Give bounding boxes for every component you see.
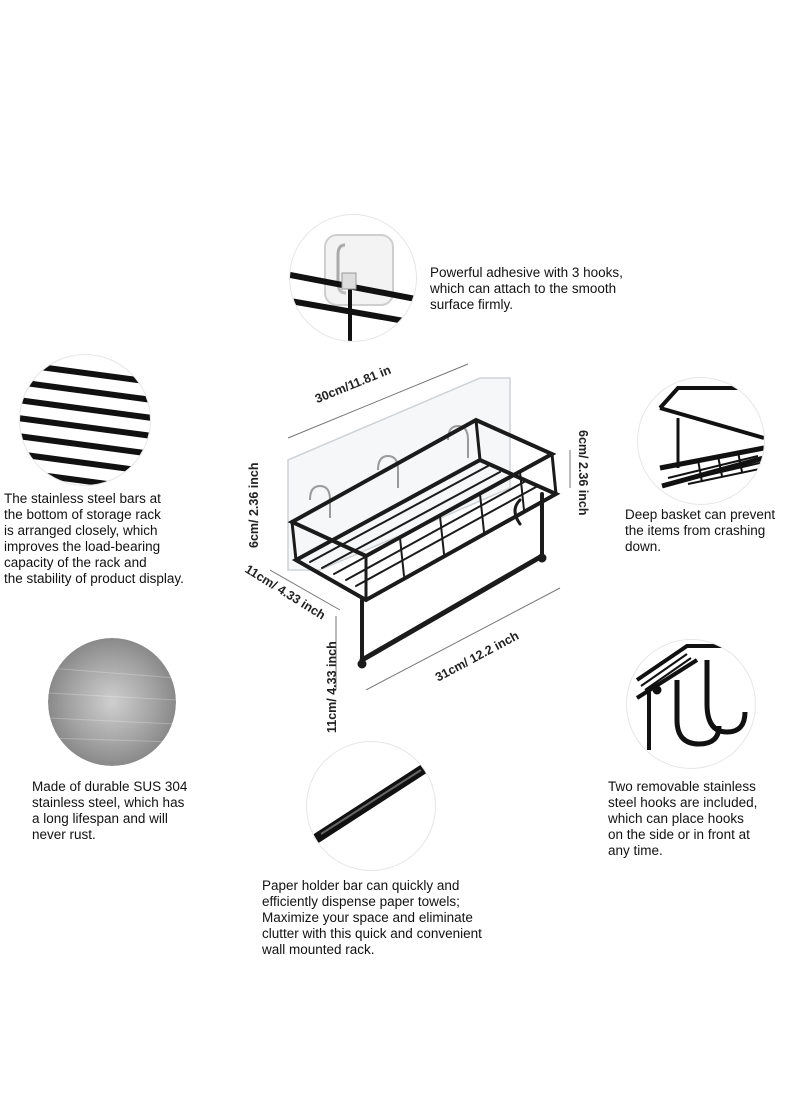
- adhesive-feature-text: Powerful adhesive with 3 hooks, which ca…: [430, 265, 623, 312]
- paper-bar-detail-icon: [307, 742, 435, 870]
- material-feature-text: Made of durable SUS 304 stainless steel,…: [32, 779, 188, 842]
- basket-feature-text: Deep basket can prevent the items from c…: [625, 507, 776, 554]
- steel-bars-detail-icon: [20, 355, 150, 485]
- paper-bar-feature-text: Paper holder bar can quickly and efficie…: [262, 878, 482, 957]
- left-height-label: 6cm/ 2.36 inch: [247, 462, 261, 548]
- stainless-texture-swatch-icon: [48, 638, 176, 766]
- adhesive-hook-detail-icon: [290, 215, 416, 341]
- bar-height-label: 11cm/ 4.33 inch: [325, 641, 339, 733]
- removable-hooks-detail-icon: [627, 640, 755, 768]
- deep-basket-detail-icon: [638, 378, 764, 504]
- right-height-label: 6cm/ 2.36 inch: [576, 430, 590, 516]
- shower-caddy-product-icon: [270, 360, 610, 690]
- bars-feature-text: The stainless steel bars at the bottom o…: [4, 491, 184, 586]
- hooks-feature-text: Two removable stainless steel hooks are …: [608, 779, 758, 858]
